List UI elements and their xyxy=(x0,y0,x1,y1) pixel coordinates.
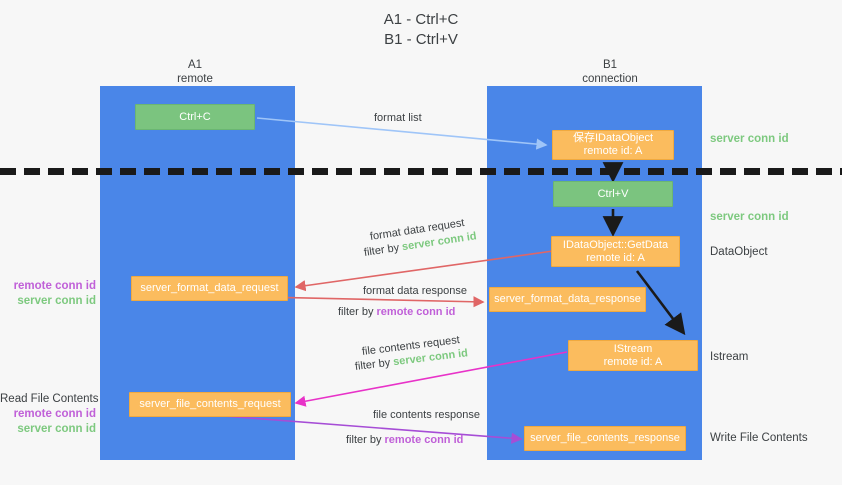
right-label-write-file-contents: Write File Contents xyxy=(710,432,808,444)
column-header-a1: A1 remote xyxy=(177,59,213,85)
node-istream-label: IStream xyxy=(613,342,653,355)
node-server-format-data-response-label: server_format_data_response xyxy=(494,293,641,305)
left-label-group-file: Read File Contents remote conn id server… xyxy=(0,392,99,437)
node-server-format-data-response[interactable]: server_format_data_response xyxy=(489,287,646,312)
edge-label-format-data-response: format data response xyxy=(363,285,467,297)
left-label-remote-conn-id-2: remote conn id xyxy=(13,408,96,420)
node-ctrl-c-label: Ctrl+C xyxy=(179,110,211,123)
node-server-file-contents-response-label: server_file_contents_response xyxy=(530,432,680,444)
node-idataobject-getdata[interactable]: IDataObject::GetData remote id: A xyxy=(551,236,680,267)
node-server-file-contents-response[interactable]: server_file_contents_response xyxy=(524,426,686,451)
node-save-idataobject-label: 保存IDataObject xyxy=(572,132,654,144)
page-title: A1 - Ctrl+C B1 - Ctrl+V xyxy=(383,11,459,48)
phase-divider xyxy=(0,168,842,175)
node-ctrl-v-label: Ctrl+V xyxy=(597,187,629,200)
right-label-server-conn-id-top: server conn id xyxy=(710,133,789,145)
right-label-server-conn-id-mid: server conn id xyxy=(710,211,789,223)
filter-prefix: filter by xyxy=(363,241,403,259)
edge-label-format-list: format list xyxy=(374,112,422,124)
left-label-group-format: remote conn id server conn id xyxy=(0,279,96,309)
node-ctrl-v[interactable]: Ctrl+V xyxy=(553,181,673,207)
node-server-file-contents-request-label: server_file_contents_request xyxy=(139,398,281,410)
edge-label-format-data-response-filter: filter by remote conn id xyxy=(338,305,455,319)
node-save-idataobject[interactable]: 保存IDataObject remote id: A xyxy=(552,130,674,160)
node-server-file-contents-request[interactable]: server_file_contents_request xyxy=(129,392,291,417)
column-header-b1: B1 connection xyxy=(582,59,638,85)
node-idataobject-getdata-label: IDataObject::GetData xyxy=(562,238,669,251)
node-server-format-data-request-label: server_format_data_request xyxy=(140,282,279,294)
left-label-server-conn-id-2: server conn id xyxy=(17,423,96,435)
filter-value-remote-conn-id: remote conn id xyxy=(384,434,464,446)
node-server-format-data-request[interactable]: server_format_data_request xyxy=(131,276,288,301)
left-label-read-file-contents: Read File Contents xyxy=(0,393,99,405)
node-idataobject-getdata-sublabel: remote id: A xyxy=(586,251,645,264)
filter-prefix: filter by xyxy=(346,434,385,446)
filter-value-remote-conn-id: remote conn id xyxy=(376,306,456,318)
node-istream[interactable]: IStream remote id: A xyxy=(568,340,698,371)
node-ctrl-c[interactable]: Ctrl+C xyxy=(135,104,255,130)
node-save-idataobject-sublabel: remote id: A xyxy=(583,145,643,157)
left-label-remote-conn-id-1: remote conn id xyxy=(13,280,96,292)
right-label-istream: Istream xyxy=(710,351,749,363)
edge-label-file-contents-response-filter: filter by remote conn id xyxy=(346,433,463,447)
node-istream-sublabel: remote id: A xyxy=(603,355,663,368)
left-label-server-conn-id-1: server conn id xyxy=(17,295,96,307)
edge-label-file-contents-response: file contents response xyxy=(373,409,481,421)
filter-prefix: filter by xyxy=(338,306,377,318)
filter-prefix: filter by xyxy=(354,356,394,373)
right-label-data-object: DataObject xyxy=(710,246,768,258)
